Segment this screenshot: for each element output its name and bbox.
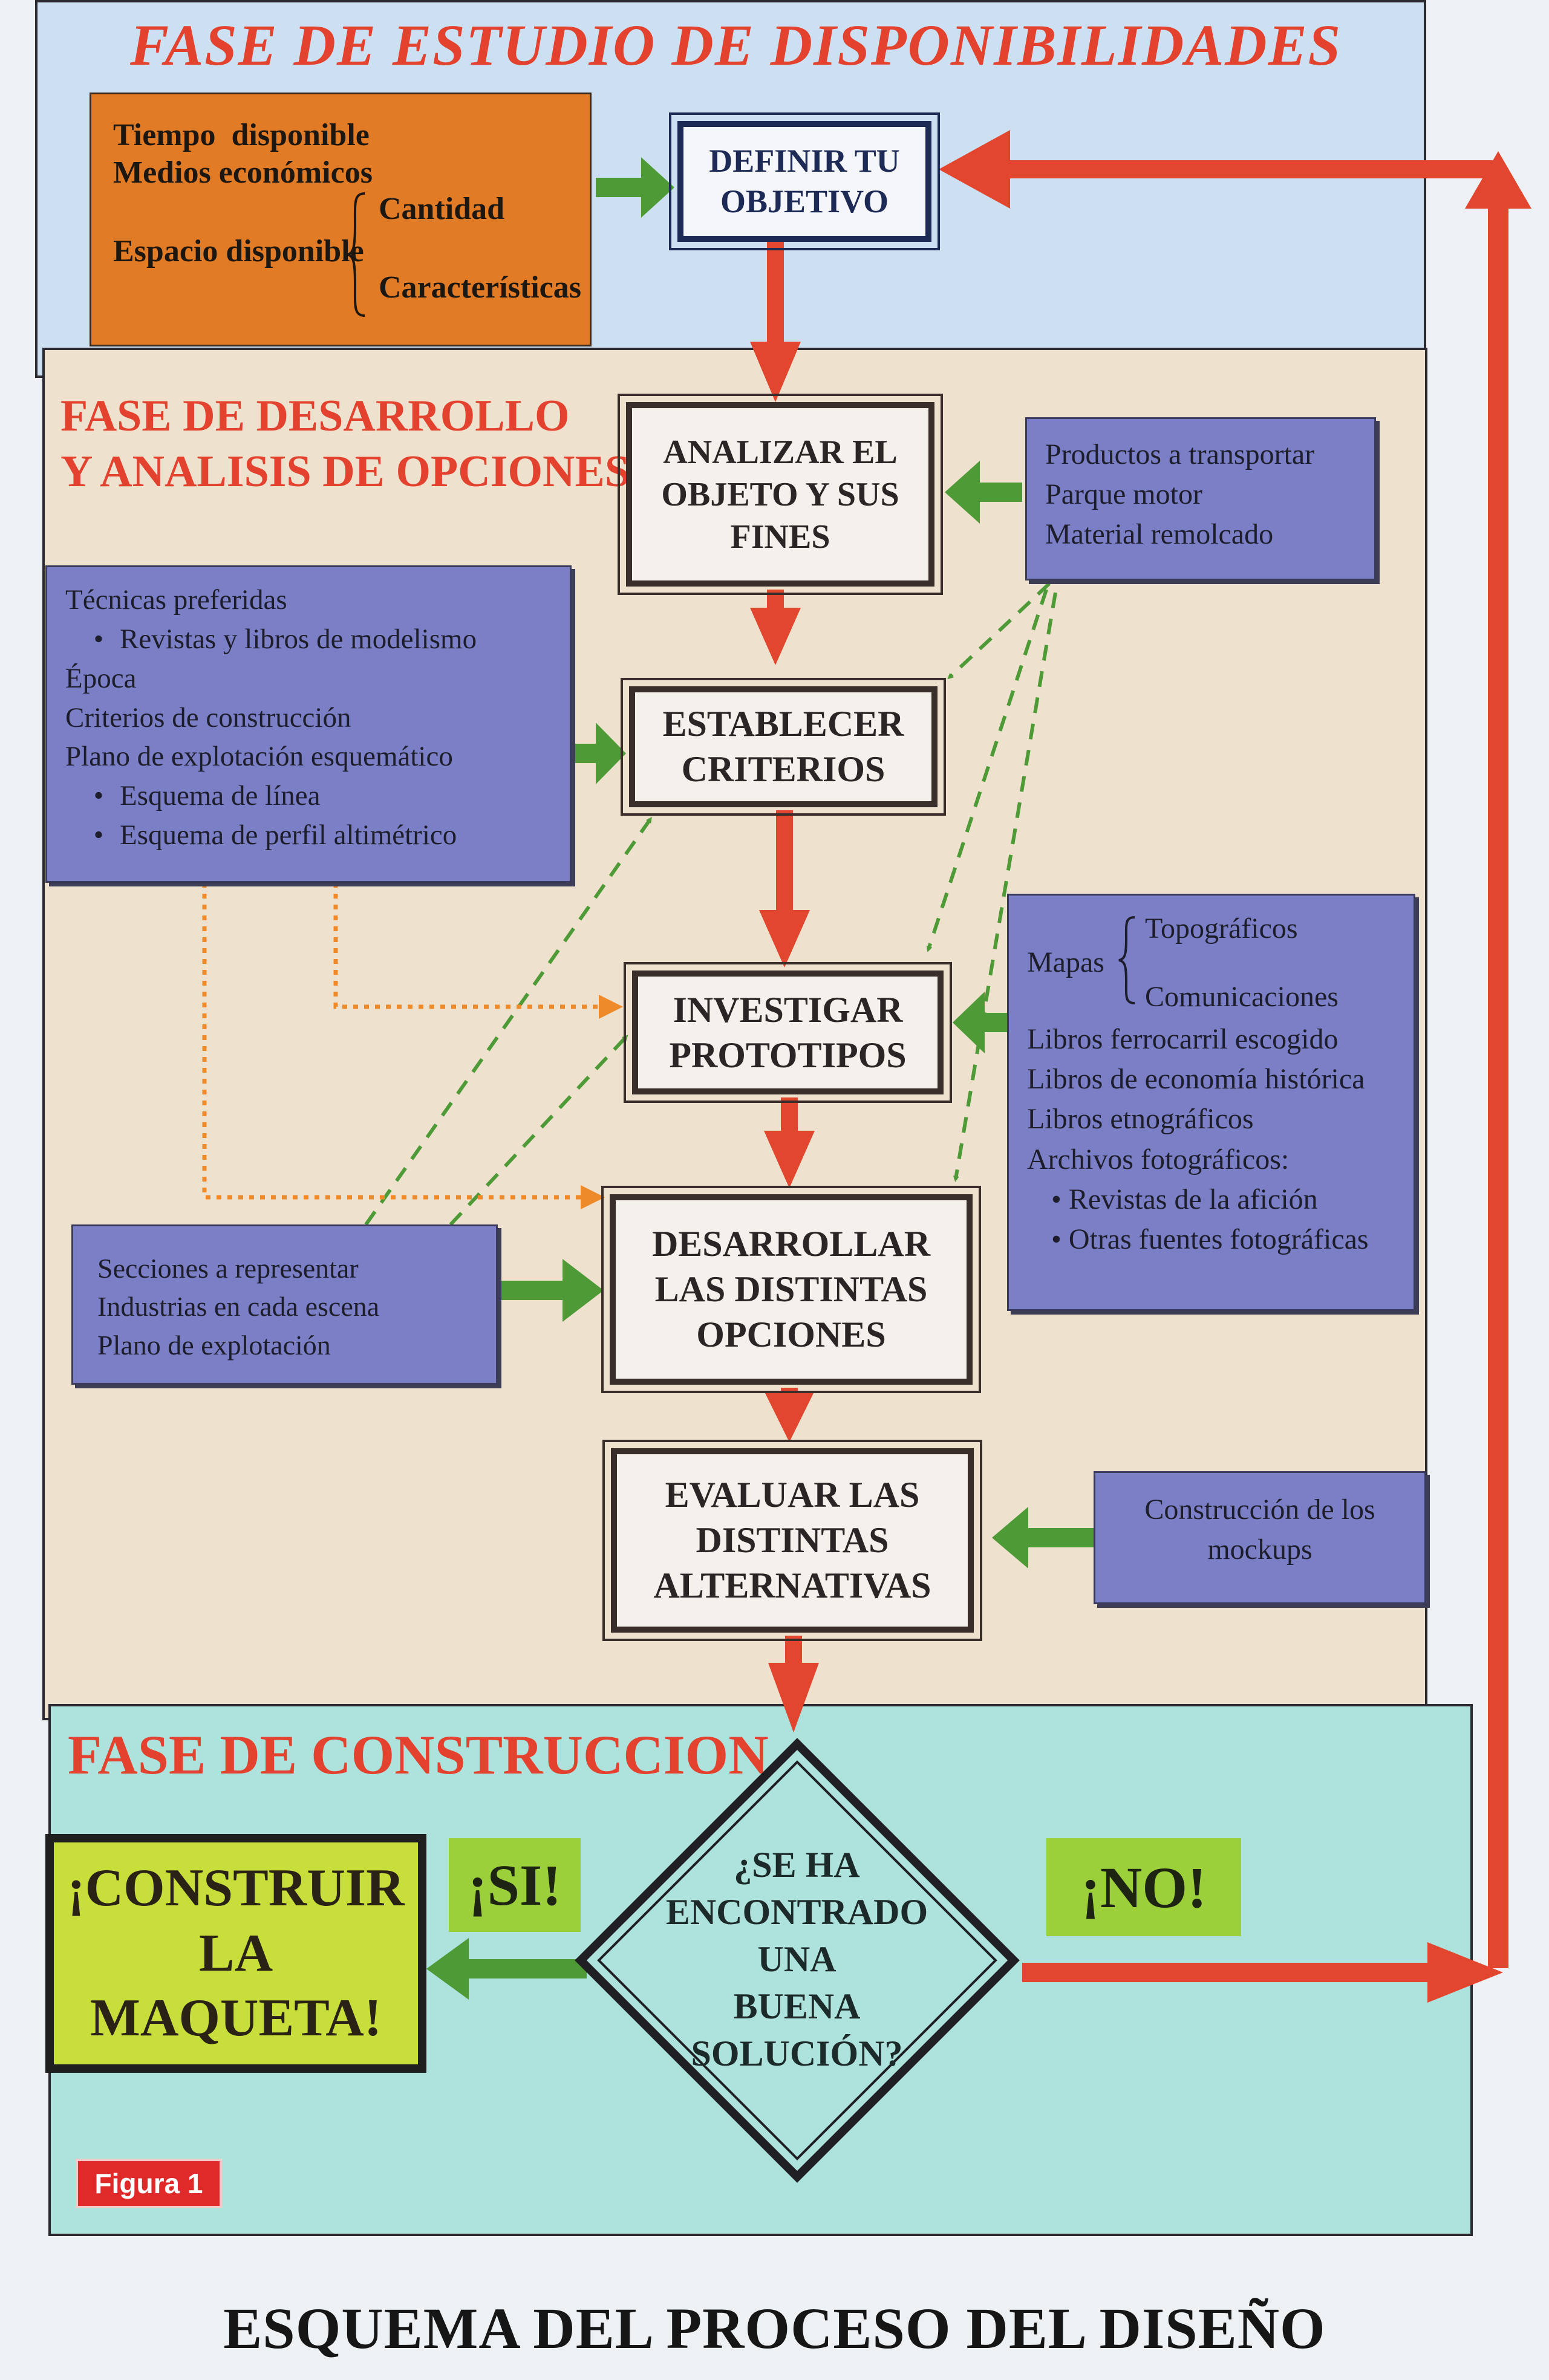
availability-space: Espacio disponible xyxy=(113,234,364,268)
step-evaluate-line3: ALTERNATIVAS xyxy=(653,1566,931,1605)
decision-line2: ENCONTRADO UNA xyxy=(665,1892,928,1979)
step-develop-line3: OPCIONES xyxy=(696,1315,886,1354)
input-mockups-line2: mockups xyxy=(1207,1533,1313,1566)
input-sections-line2: Industrias en cada escena xyxy=(97,1291,380,1322)
diagram-caption: ESQUEMA DEL PROCESO DEL DISEÑO xyxy=(223,2296,1326,2361)
step-define-line2: OBJETIVO xyxy=(720,183,889,219)
input-sections-line3: Plano de explotación xyxy=(97,1329,331,1361)
input-mockups-box: Construcción de los mockups xyxy=(1094,1471,1426,1604)
decision-line3: BUENA xyxy=(733,1986,861,2026)
availability-money: Medios económicos xyxy=(113,155,373,190)
input-techniques-line3: Criterios de construcción xyxy=(65,701,351,733)
input-maps-topographic: Topográficos xyxy=(1145,912,1298,945)
input-maps-bullet2: Otras fuentes fotográficas xyxy=(1068,1223,1369,1256)
figure-label: Figura 1 xyxy=(76,2159,222,2208)
step-research-line1: INVESTIGAR xyxy=(673,989,903,1030)
input-techniques-line4: Plano de explotación esquemático xyxy=(65,741,453,773)
step-define-line1: DEFINIR TU xyxy=(709,142,900,179)
step-evaluate-line1: EVALUAR LAS xyxy=(665,1475,920,1515)
build-line2: LA xyxy=(198,1923,273,1983)
step-build-model: ¡CONSTRUIR LA MAQUETA! xyxy=(45,1834,426,2073)
step-develop-options: DESARROLLAR LAS DISTINTAS OPCIONES xyxy=(601,1186,981,1393)
input-maps-box: Mapas Topográficos Comunicaciones Libros… xyxy=(1007,894,1415,1311)
decision-question: ¿SE HA ENCONTRADO UNA BUENA SOLUCIÓN? xyxy=(623,1845,971,2073)
step-develop-line2: LAS DISTINTAS xyxy=(654,1269,928,1309)
decision-line1: ¿SE HA xyxy=(734,1845,860,1885)
availability-characteristics: Características xyxy=(379,270,581,305)
dashed-green-arrows xyxy=(364,582,1057,1226)
step-analyze-object: ANALIZAR EL OBJETO Y SUS FINES xyxy=(618,394,943,595)
step-define-objective: DEFINIR TU OBJETIVO xyxy=(669,112,940,250)
decision-line4: SOLUCIÓN? xyxy=(691,2034,903,2073)
availability-time: Tiempo disponible xyxy=(113,118,370,152)
input-maps-line1: Libros ferrocarril escogido xyxy=(1027,1023,1339,1055)
input-sections-box: Secciones a representar Industrias en ca… xyxy=(71,1224,498,1385)
no-label: ¡NO! xyxy=(1046,1838,1241,1936)
step-analyze-line3: FINES xyxy=(730,518,830,556)
input-maps-line3: Libros etnográficos xyxy=(1027,1103,1254,1136)
input-techniques-line2: Época xyxy=(65,662,137,694)
step-criteria-line2: CRITERIOS xyxy=(681,749,885,789)
input-transport-box: Productos a transportar Parque motor Mat… xyxy=(1025,417,1376,580)
input-maps-bullet2-row: • Otras fuentes fotográficas xyxy=(1051,1223,1369,1256)
brace-icon xyxy=(345,192,365,317)
maps-brace-group: Mapas Topográficos Comunicaciones xyxy=(1027,912,1402,1013)
step-criteria-line1: ESTABLECER xyxy=(662,704,904,744)
step-analyze-line1: ANALIZAR EL xyxy=(663,433,898,471)
availability-resources-box: Tiempo disponible Medios económicos Espa… xyxy=(90,93,592,346)
yes-label: ¡SI! xyxy=(449,1838,581,1932)
build-line3: MAQUETA! xyxy=(90,1989,382,2048)
input-techniques-bullet2: Esquema de línea xyxy=(65,776,552,816)
step-establish-criteria: ESTABLECER CRITERIOS xyxy=(621,678,946,816)
input-maps-line4: Archivos fotográficos: xyxy=(1027,1143,1290,1175)
input-maps-bullet1-row: • Revistas de la afición xyxy=(1051,1183,1318,1215)
flow-arrows xyxy=(750,130,1531,2003)
phase-construction-title: FASE DE CONSTRUCCION xyxy=(68,1724,769,1786)
step-analyze-line2: OBJETO Y SUS xyxy=(661,475,899,513)
input-mockups-line1: Construcción de los xyxy=(1144,1494,1375,1526)
step-evaluate-alternatives: EVALUAR LAS DISTINTAS ALTERNATIVAS xyxy=(602,1440,982,1641)
input-techniques-bullet1: Revistas y libros de modelismo xyxy=(65,620,552,659)
input-maps-bullet1: Revistas de la afición xyxy=(1068,1183,1318,1215)
input-techniques-bullet3: Esquema de perfil altimétrico xyxy=(65,816,552,855)
step-research-line2: PROTOTIPOS xyxy=(669,1035,907,1075)
decision-diamond xyxy=(575,1738,1020,2183)
input-maps-label: Mapas xyxy=(1027,946,1104,978)
availability-quantity: Cantidad xyxy=(379,192,505,226)
input-maps-communications: Comunicaciones xyxy=(1145,981,1339,1013)
phase-development-title-line1: FASE DE DESARROLLO xyxy=(60,391,570,441)
input-sections-line1: Secciones a representar xyxy=(97,1253,359,1284)
phase-availability-title: FASE DE ESTUDIO DE DISPONIBILIDADES xyxy=(130,13,1342,77)
input-techniques-box: Técnicas preferidas Revistas y libros de… xyxy=(45,565,572,883)
input-transport-line1: Productos a transportar xyxy=(1045,438,1315,470)
brace-icon xyxy=(1118,916,1135,1004)
input-techniques-line1: Técnicas preferidas xyxy=(65,584,287,616)
step-develop-line1: DESARROLLAR xyxy=(651,1224,931,1264)
step-research-prototypes: INVESTIGAR PROTOTIPOS xyxy=(624,962,952,1103)
step-evaluate-line2: DISTINTAS xyxy=(696,1520,889,1560)
build-line1: ¡CONSTRUIR xyxy=(67,1859,405,1918)
dotted-orange-heads xyxy=(581,995,623,1209)
input-maps-line2: Libros de economía histórica xyxy=(1027,1063,1365,1096)
input-transport-line2: Parque motor xyxy=(1045,478,1202,511)
dotted-orange-links xyxy=(202,883,599,1200)
phase-development-title-line2: Y ANALISIS DE OPCIONES xyxy=(60,447,630,496)
input-transport-line3: Material remolcado xyxy=(1045,518,1274,551)
maps-list: Libros ferrocarril escogido Libros de ec… xyxy=(1027,1019,1408,1260)
